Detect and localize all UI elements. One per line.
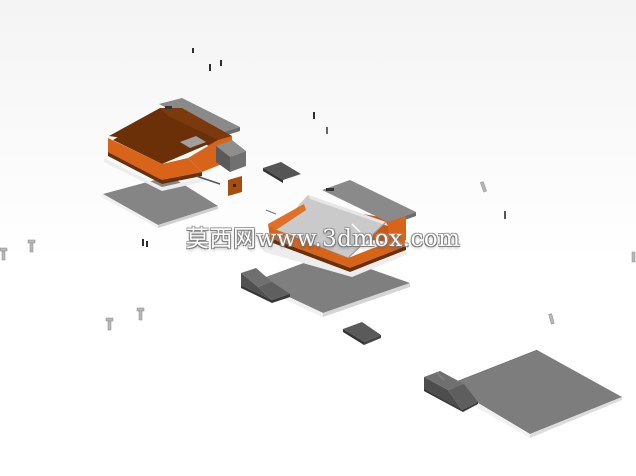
left-tray-assembly[interactable] — [104, 98, 246, 191]
screw — [0, 247, 8, 261]
top-pad[interactable] — [263, 162, 301, 183]
screw — [631, 251, 636, 263]
pins — [142, 48, 506, 247]
left-plate[interactable] — [101, 176, 218, 228]
right-bracket[interactable] — [424, 371, 478, 412]
lid-assembly[interactable] — [262, 180, 416, 277]
screw — [548, 313, 555, 325]
screw — [480, 181, 487, 193]
center-pad[interactable] — [343, 322, 381, 345]
screw — [105, 317, 114, 331]
small-square-part[interactable] — [228, 176, 242, 196]
screw — [27, 239, 36, 253]
base-plate[interactable] — [446, 349, 622, 438]
screw — [136, 307, 145, 321]
fasteners — [0, 181, 636, 331]
middle-bracket[interactable] — [241, 268, 290, 303]
